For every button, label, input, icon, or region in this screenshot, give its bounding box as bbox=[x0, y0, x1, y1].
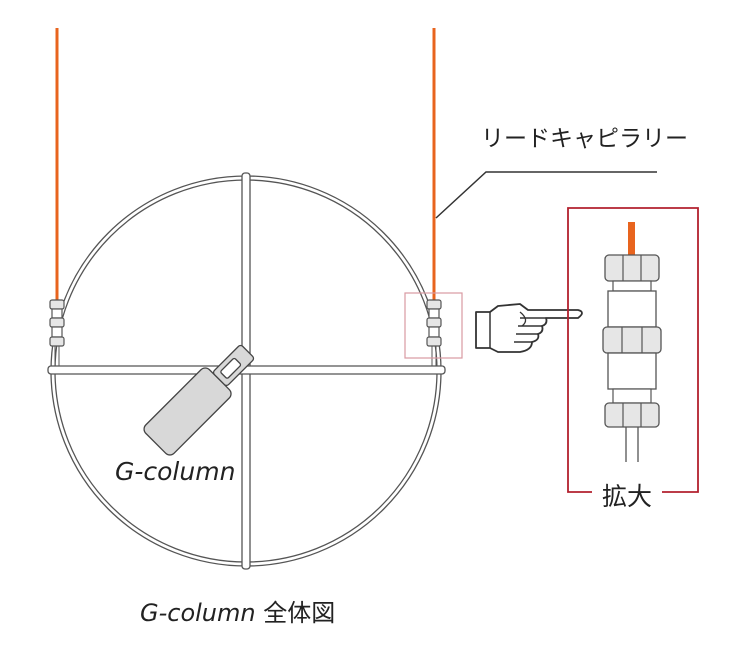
pointing-hand-icon bbox=[475, 303, 583, 353]
tag-plate bbox=[143, 344, 255, 456]
capillary-label: リードキャピラリー bbox=[481, 126, 688, 152]
caption-rest: 全体図 bbox=[255, 599, 336, 627]
zoom-frame bbox=[567, 207, 699, 493]
fitting-left bbox=[49, 299, 65, 366]
fitting-highlight-box bbox=[404, 292, 463, 359]
fitting-right bbox=[426, 299, 442, 366]
g-column-label: G-column bbox=[115, 457, 236, 486]
fitting-enlarged bbox=[602, 222, 662, 462]
caption-italic: G-column bbox=[140, 599, 256, 627]
zoom-label: 拡大 bbox=[592, 477, 663, 513]
figure-caption: G-column 全体図 bbox=[140, 593, 335, 628]
capillary-leader-line bbox=[435, 171, 657, 219]
